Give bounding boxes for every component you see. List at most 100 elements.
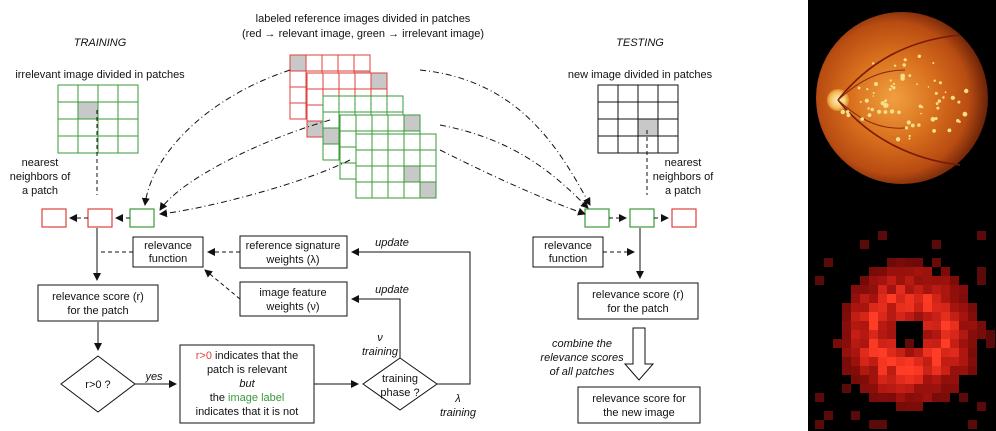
heatmap-cell	[914, 384, 923, 393]
heatmap-cell	[914, 258, 923, 267]
heatmap-cell	[986, 330, 995, 339]
heatmap-cell	[923, 348, 932, 357]
heatmap-cell	[896, 357, 905, 366]
heatmap-cell	[941, 312, 950, 321]
heatmap-cell	[923, 393, 932, 402]
heatmap-cell	[851, 321, 860, 330]
exudate-spot	[902, 63, 906, 67]
heatmap-cell	[896, 294, 905, 303]
svg-text:combine the: combine the	[552, 338, 612, 350]
heatmap-cell	[923, 339, 932, 348]
heatmap-cell	[869, 339, 878, 348]
heatmap-cell	[977, 321, 986, 330]
training-relevance-score-line2: for the patch	[67, 305, 128, 317]
reference-layer-5	[355, 133, 437, 199]
exudate-spot	[864, 98, 869, 103]
svg-text:neighbors of: neighbors of	[10, 171, 71, 183]
heatmap-cell	[932, 339, 941, 348]
heatmap-cell	[959, 285, 968, 294]
fundus-image	[816, 12, 988, 184]
heatmap-cell	[842, 384, 851, 393]
heatmap-cell	[914, 303, 923, 312]
exudate-spot	[900, 73, 905, 79]
final-score-line2: the new image	[603, 407, 675, 419]
heatmap-cell	[941, 384, 950, 393]
heatmap-cell	[968, 366, 977, 375]
heatmap-cell	[887, 267, 896, 276]
heatmap-cell	[968, 330, 977, 339]
heatmap-cell	[887, 321, 896, 330]
heatmap-cell	[932, 276, 941, 285]
final-score-box	[577, 386, 701, 424]
heatmap-cell	[887, 330, 896, 339]
heatmap-cell	[869, 375, 878, 384]
final-score-line1: relevance score for	[592, 393, 686, 405]
update-label-1: update	[375, 237, 409, 249]
heatmap-cell	[950, 285, 959, 294]
heatmap-cell	[887, 384, 896, 393]
heatmap-cell	[914, 357, 923, 366]
heatmap-cell	[932, 330, 941, 339]
heatmap-cell	[932, 312, 941, 321]
heatmap-cell	[932, 384, 941, 393]
combine-arrow	[623, 327, 655, 381]
svg-text:relevance scores: relevance scores	[540, 352, 624, 364]
exudate-spot	[962, 111, 968, 117]
heatmap-cell	[905, 294, 914, 303]
heatmap-cell	[851, 339, 860, 348]
heatmap-cell	[851, 357, 860, 366]
heatmap-cell	[968, 420, 977, 429]
exudate-spot	[872, 92, 875, 94]
nu-training-label: ν training	[362, 332, 399, 358]
phase-diamond	[362, 357, 438, 411]
heatmap-cell	[887, 285, 896, 294]
exudate-spot	[884, 99, 887, 103]
heatmap-cell	[923, 330, 932, 339]
heatmap-cell	[842, 366, 851, 375]
heatmap-cell	[914, 267, 923, 276]
testing-patch-grid	[597, 84, 679, 154]
heatmap-cell	[959, 348, 968, 357]
feat-weights-box	[239, 281, 348, 317]
exudate-spot	[938, 81, 942, 85]
exudate-spot	[934, 91, 938, 95]
heatmap-cell	[959, 330, 968, 339]
heatmap-cell	[851, 348, 860, 357]
exudate-spot	[917, 123, 921, 127]
heatmap-cell	[932, 303, 941, 312]
heatmap-cell	[887, 366, 896, 375]
heatmap-cell	[896, 393, 905, 402]
heatmap-cell	[869, 267, 878, 276]
exudate-spot	[846, 113, 851, 118]
heatmap-cell	[914, 402, 923, 411]
heatmap-cell	[860, 294, 869, 303]
heatmap-cell	[950, 348, 959, 357]
decision-diamond	[60, 355, 136, 413]
heatmap-cell	[932, 294, 941, 303]
exudate-spot	[958, 120, 961, 124]
heatmap-cell	[860, 384, 869, 393]
heatmap-cell	[950, 303, 959, 312]
heatmap-cell	[842, 312, 851, 321]
training-relevance-function-box	[132, 236, 204, 268]
heatmap-cell	[878, 276, 887, 285]
heatmap-cell	[950, 366, 959, 375]
heatmap-cell	[887, 258, 896, 267]
exudate-spot	[904, 126, 909, 130]
phase-line1: training	[382, 373, 418, 385]
exudate-spot	[867, 113, 872, 117]
heatmap-cell	[851, 285, 860, 294]
heatmap-cell	[896, 258, 905, 267]
explain-line3: but	[239, 378, 255, 390]
heatmap-cell	[905, 393, 914, 402]
heatmap-cell	[986, 339, 995, 348]
heatmap-cell	[869, 330, 878, 339]
training-patch-grid	[57, 84, 139, 154]
exudate-spot	[872, 95, 875, 97]
feat-weights-line2: weights (ν)	[265, 301, 319, 313]
explain-line1: r>0 indicates that the	[196, 350, 298, 362]
heatmap-cell	[923, 276, 932, 285]
heatmap-cell	[869, 366, 878, 375]
heatmap-cell	[923, 303, 932, 312]
